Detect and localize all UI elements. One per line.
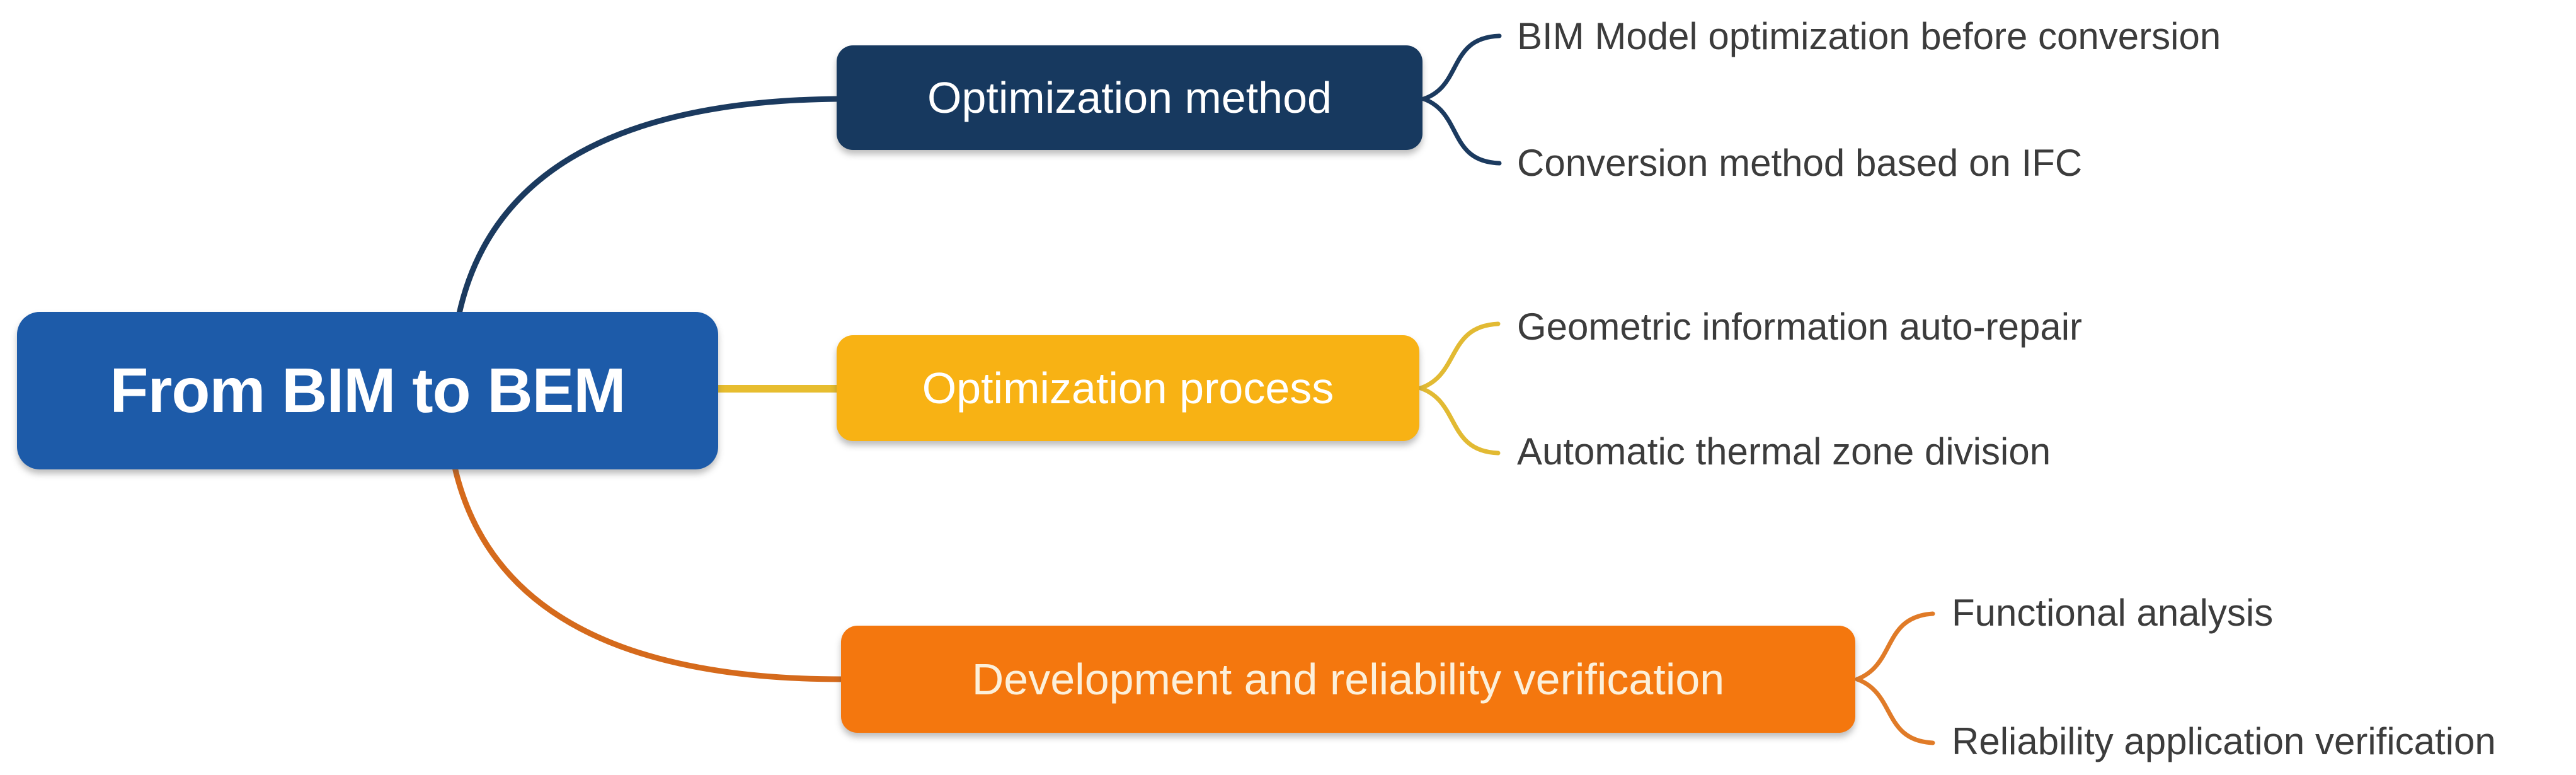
branch-node-label: Development and reliability verification: [971, 655, 1725, 704]
leaf-bim-model-optimization[interactable]: BIM Model optimization before conversion: [1517, 14, 2221, 57]
leaf-geometric-auto-repair[interactable]: Geometric information auto-repair: [1517, 305, 2083, 348]
leaf-reliability-application-verification[interactable]: Reliability application verification: [1952, 720, 2496, 762]
branch-node-label: Optimization process: [922, 364, 1334, 413]
branch-node-optimization-process[interactable]: Optimization process: [837, 335, 1419, 441]
root-node[interactable]: From BIM to BEM: [17, 312, 718, 469]
brace-development-verification-upper: [1855, 611, 1935, 682]
branch-node-optimization-method[interactable]: Optimization method: [837, 45, 1423, 150]
leaf-functional-analysis[interactable]: Functional analysis: [1952, 591, 2274, 634]
brace-optimization-process-lower: [1418, 386, 1501, 456]
brace-optimization-method-upper: [1421, 33, 1502, 101]
leaf-conversion-method-ifc[interactable]: Conversion method based on IFC: [1517, 141, 2083, 184]
root-node-label: From BIM to BEM: [110, 355, 626, 426]
branch-node-development-verification[interactable]: Development and reliability verification: [841, 626, 1855, 733]
edge-root-to-optimization-method: [455, 96, 841, 319]
edge-root-to-development-verification: [452, 464, 845, 682]
brace-development-verification-lower: [1855, 677, 1935, 745]
brace-optimization-method-lower: [1421, 96, 1502, 166]
branch-node-label: Optimization method: [927, 73, 1332, 122]
leaf-automatic-thermal-zone[interactable]: Automatic thermal zone division: [1517, 430, 2051, 473]
brace-optimization-process-upper: [1418, 321, 1501, 391]
